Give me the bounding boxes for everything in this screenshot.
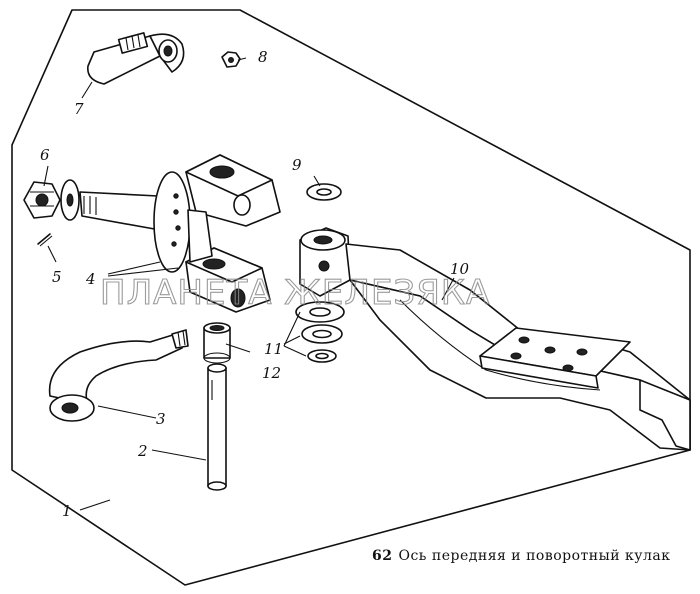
- part-12-bushing: [203, 322, 231, 364]
- part-8-nut: [221, 51, 241, 68]
- callout-3: 3: [156, 410, 166, 428]
- callout-2: 2: [137, 442, 148, 460]
- part-4-steering-knuckle: [79, 154, 281, 313]
- figure-title: Ось передняя и поворотный кулак: [398, 548, 671, 564]
- callout-numbers: 1 2 3 4 5 6 7 8 9 10 11 12: [40, 48, 470, 520]
- callout-8: 8: [258, 48, 268, 66]
- part-2-king-pin: [207, 363, 227, 491]
- callout-7: 7: [74, 100, 84, 118]
- callout-1: 1: [62, 502, 72, 520]
- leader-lines: [43, 57, 455, 511]
- callout-10: 10: [450, 260, 470, 278]
- callout-6: 6: [40, 146, 50, 164]
- figure-caption: 62 Ось передняя и поворотный кулак: [372, 548, 671, 564]
- frame-outline: [11, 9, 691, 586]
- watermark-text: ПЛАНЕТА ЖЕЛЕЗЯКА: [100, 273, 490, 313]
- part-9-washer: [306, 183, 342, 201]
- part-7-rod-end: [87, 32, 185, 85]
- part-3-steering-arm: [48, 329, 189, 422]
- part-5-cotter-pin: [37, 233, 53, 247]
- callout-9: 9: [292, 156, 302, 174]
- part-10-front-axle-beam: [299, 227, 691, 451]
- callout-11: 11: [264, 340, 283, 358]
- part-11-shims: [295, 301, 345, 363]
- callout-12: 12: [262, 364, 281, 382]
- callout-4: 4: [85, 270, 96, 288]
- part-6-castle-nut: [23, 179, 80, 221]
- figure-number: 62: [372, 548, 393, 564]
- callout-5: 5: [52, 268, 62, 286]
